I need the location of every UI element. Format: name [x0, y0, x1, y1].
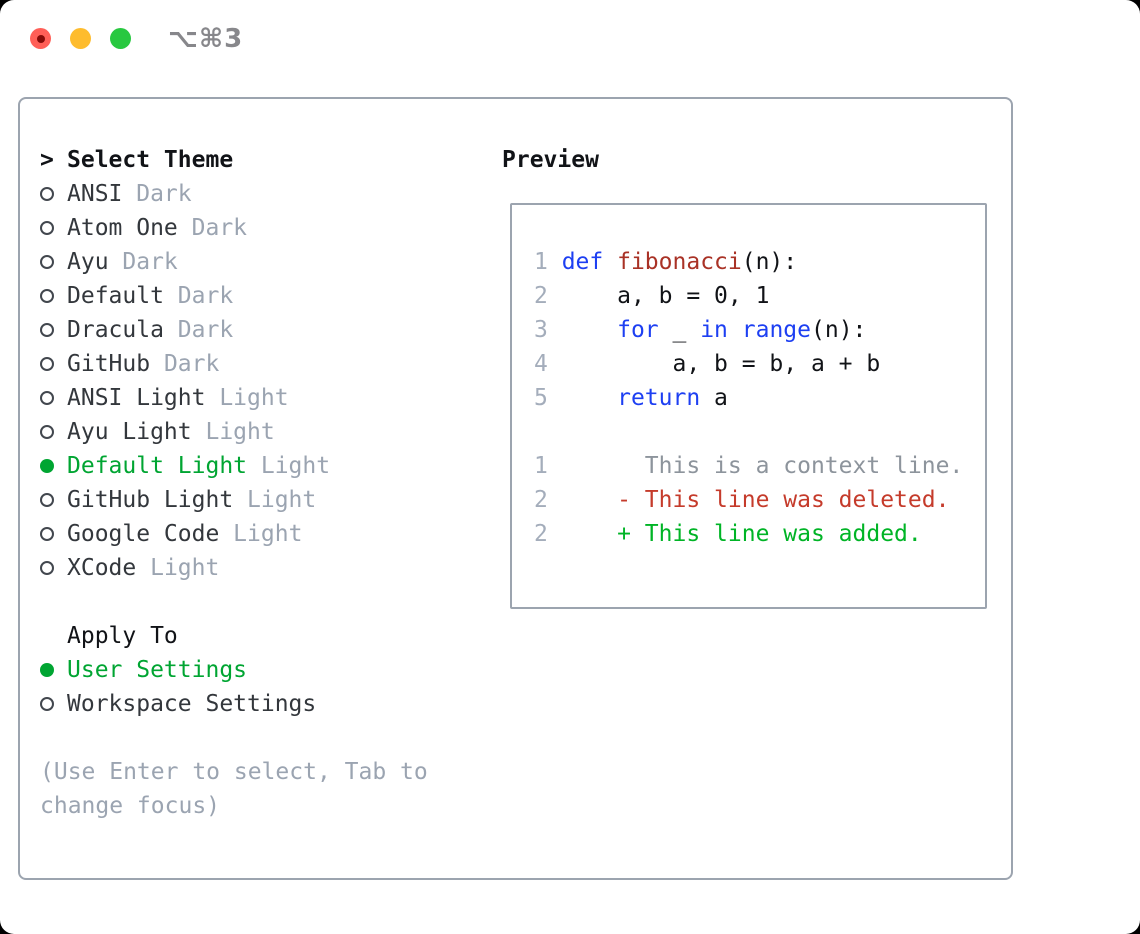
radio-unselected-icon	[40, 357, 54, 371]
theme-name: Atom One	[67, 215, 178, 241]
theme-name: GitHub Light	[67, 487, 234, 513]
focus-prompt-icon: >	[40, 147, 54, 173]
apply-option-user-settings[interactable]: User Settings	[40, 653, 480, 687]
apply-option-label: Workspace Settings	[67, 691, 317, 717]
theme-variant: Dark	[122, 181, 192, 207]
theme-name: Default Light	[67, 453, 248, 479]
radio-unselected-icon	[40, 697, 54, 711]
radio-unselected-icon	[40, 289, 54, 303]
theme-picker-title: Select Theme	[67, 147, 234, 173]
theme-option-default-light[interactable]: Default Light Light	[40, 449, 480, 483]
radio-unselected-icon	[40, 493, 54, 507]
preview-code-line: 1 This is a context line.	[534, 453, 964, 479]
preview-code-line: 4 a, b = b, a + b	[534, 351, 881, 377]
radio-unselected-icon	[40, 221, 54, 235]
theme-variant: Light	[191, 419, 275, 445]
traffic-lights	[30, 28, 131, 49]
zoom-button[interactable]	[110, 28, 131, 49]
preview-code-line: 2 - This line was deleted.	[534, 487, 950, 513]
theme-name: Google Code	[67, 521, 220, 547]
theme-name: Ayu	[67, 249, 109, 275]
theme-option-ansi[interactable]: ANSI Dark	[40, 177, 480, 211]
radio-unselected-icon	[40, 323, 54, 337]
apply-option-label: User Settings	[67, 657, 248, 683]
theme-variant: Light	[136, 555, 220, 581]
theme-variant: Dark	[163, 317, 234, 343]
radio-selected-icon	[40, 663, 54, 677]
radio-unselected-icon	[40, 391, 54, 405]
minimize-button[interactable]	[70, 28, 91, 49]
preview-code-line	[534, 415, 985, 449]
preview-code-line: 2 a, b = 0, 1	[534, 283, 770, 309]
close-button[interactable]	[30, 28, 51, 49]
spacer-row	[40, 721, 480, 755]
theme-variant: Dark	[150, 351, 220, 377]
preview-code-line: 3 for _ in range(n):	[534, 317, 867, 343]
theme-option-atom-one[interactable]: Atom One Dark	[40, 211, 480, 245]
theme-variant: Light	[233, 487, 317, 513]
theme-option-github[interactable]: GitHub Dark	[40, 347, 480, 381]
apply-to-header: Apply To	[40, 619, 480, 653]
theme-name: Ayu Light	[67, 419, 192, 445]
preview-code: 1 def fibonacci(n): 2 a, b = 0, 1 3 for _ …	[534, 245, 985, 551]
spacer-row	[40, 585, 480, 619]
window-title: ⌥⌘3	[168, 24, 244, 54]
theme-variant: Dark	[177, 215, 248, 241]
theme-variant: Dark	[163, 283, 234, 309]
theme-option-github-light[interactable]: GitHub Light Light	[40, 483, 480, 517]
radio-selected-icon	[40, 459, 54, 473]
radio-unselected-icon	[40, 561, 54, 575]
theme-picker-header: > Select Theme	[40, 143, 480, 177]
theme-variant: Dark	[108, 249, 178, 275]
close-dot-icon	[36, 34, 45, 43]
preview-code-line: 1 def fibonacci(n):	[534, 249, 798, 275]
theme-option-dracula[interactable]: Dracula Dark	[40, 313, 480, 347]
radio-unselected-icon	[40, 187, 54, 201]
theme-name: ANSI	[67, 181, 123, 207]
help-text-line-2: change focus)	[40, 793, 221, 819]
preview-box: 1 def fibonacci(n): 2 a, b = 0, 1 3 for _ …	[510, 203, 987, 609]
theme-option-ayu[interactable]: Ayu Dark	[40, 245, 480, 279]
theme-option-default[interactable]: Default Dark	[40, 279, 480, 313]
theme-variant: Light	[219, 521, 303, 547]
theme-variant: Light	[247, 453, 331, 479]
theme-name: GitHub	[67, 351, 151, 377]
apply-option-workspace-settings[interactable]: Workspace Settings	[40, 687, 480, 721]
theme-name: Dracula	[67, 317, 164, 343]
radio-unselected-icon	[40, 527, 54, 541]
help-text-line-1: (Use Enter to select, Tab to	[40, 759, 428, 785]
radio-unselected-icon	[40, 425, 54, 439]
window-titlebar: ⌥⌘3	[0, 0, 1140, 76]
theme-option-google-code[interactable]: Google Code Light	[40, 517, 480, 551]
theme-variant: Light	[205, 385, 289, 411]
theme-name: ANSI Light	[67, 385, 206, 411]
theme-name: Default	[67, 283, 164, 309]
preview-code-line: 5 return a	[534, 385, 728, 411]
apply-to-title: Apply To	[67, 623, 178, 649]
theme-option-xcode[interactable]: XCode Light	[40, 551, 480, 585]
preview-code-line: 2 + This line was added.	[534, 521, 922, 547]
theme-option-ayu-light[interactable]: Ayu Light Light	[40, 415, 480, 449]
radio-unselected-icon	[40, 255, 54, 269]
theme-name: XCode	[67, 555, 137, 581]
preview-title: Preview	[502, 147, 599, 173]
theme-option-ansi-light[interactable]: ANSI Light Light	[40, 381, 480, 415]
